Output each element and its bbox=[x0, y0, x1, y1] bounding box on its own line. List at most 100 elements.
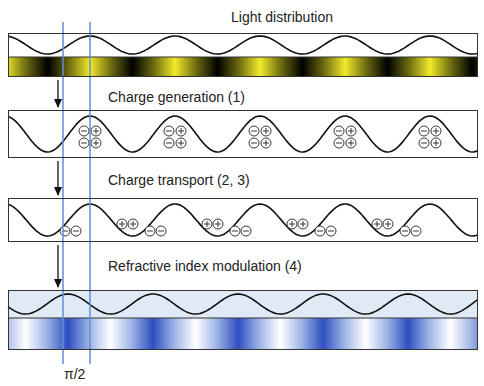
stage-heading: Charge generation (1) bbox=[108, 89, 245, 105]
divider bbox=[8, 57, 478, 58]
sine-curve bbox=[8, 294, 478, 314]
phase-label: π/2 bbox=[64, 366, 85, 382]
sign-stroke bbox=[243, 231, 249, 232]
sign-stroke bbox=[402, 231, 408, 232]
sign-stroke bbox=[96, 140, 97, 146]
sign-stroke bbox=[317, 231, 323, 232]
hole-symbol bbox=[91, 126, 101, 136]
hole-symbol bbox=[176, 138, 186, 148]
electron-symbol bbox=[326, 226, 336, 236]
hole-symbol bbox=[372, 219, 382, 229]
sign-stroke bbox=[292, 221, 293, 227]
hole-symbol bbox=[383, 219, 393, 229]
sign-stroke bbox=[336, 131, 342, 132]
electron-symbol bbox=[411, 226, 421, 236]
hole-symbol bbox=[431, 138, 441, 148]
sign-stroke bbox=[266, 140, 267, 146]
light-band bbox=[8, 57, 478, 77]
sign-stroke bbox=[232, 231, 238, 232]
electron-symbol bbox=[241, 226, 251, 236]
sign-stroke bbox=[158, 231, 164, 232]
sine-curve bbox=[8, 36, 478, 54]
electron-symbol bbox=[334, 138, 344, 148]
sign-stroke bbox=[421, 143, 427, 144]
sine-curve bbox=[8, 116, 478, 152]
sign-stroke bbox=[218, 221, 219, 227]
sign-stroke bbox=[96, 128, 97, 134]
sign-stroke bbox=[436, 128, 437, 134]
stage-panel: Light distribution bbox=[8, 33, 478, 77]
hole-symbol bbox=[346, 126, 356, 136]
electron-symbol bbox=[79, 138, 89, 148]
electron-symbol bbox=[164, 138, 174, 148]
electron-symbol bbox=[60, 226, 70, 236]
sine-curves bbox=[8, 36, 478, 314]
index-top bbox=[8, 290, 478, 318]
sign-stroke bbox=[251, 143, 257, 144]
stage-heading: Light distribution bbox=[231, 9, 333, 25]
hole-symbol bbox=[91, 138, 101, 148]
electron-symbol bbox=[249, 138, 259, 148]
electron-symbol bbox=[334, 126, 344, 136]
stage-heading: Charge transport (2, 3) bbox=[108, 172, 250, 188]
electron-symbol bbox=[419, 126, 429, 136]
sign-stroke bbox=[166, 143, 172, 144]
sign-stroke bbox=[166, 131, 172, 132]
sign-stroke bbox=[251, 131, 257, 132]
phase-line bbox=[89, 22, 91, 364]
sign-stroke bbox=[181, 140, 182, 146]
sign-stroke bbox=[377, 221, 378, 227]
hole-symbol bbox=[117, 219, 127, 229]
electron-symbol bbox=[71, 226, 81, 236]
sign-stroke bbox=[436, 140, 437, 146]
electron-symbol bbox=[249, 126, 259, 136]
flow-arrow bbox=[57, 80, 58, 107]
electron-symbol bbox=[400, 226, 410, 236]
hole-symbol bbox=[346, 138, 356, 148]
sign-stroke bbox=[81, 131, 87, 132]
sign-stroke bbox=[133, 221, 134, 227]
sign-stroke bbox=[336, 143, 342, 144]
sign-stroke bbox=[413, 231, 419, 232]
sign-stroke bbox=[351, 140, 352, 146]
sign-stroke bbox=[388, 221, 389, 227]
electron-symbol bbox=[156, 226, 166, 236]
electron-symbol bbox=[79, 126, 89, 136]
electron-symbol bbox=[230, 226, 240, 236]
sign-stroke bbox=[328, 231, 334, 232]
stage-panel: Charge generation (1) bbox=[8, 110, 478, 158]
hole-symbol bbox=[287, 219, 297, 229]
charges bbox=[60, 126, 441, 236]
sine-curve bbox=[8, 204, 478, 236]
divider bbox=[8, 318, 478, 319]
sign-stroke bbox=[81, 143, 87, 144]
hole-symbol bbox=[261, 138, 271, 148]
electron-symbol bbox=[164, 126, 174, 136]
sign-stroke bbox=[73, 231, 79, 232]
electron-symbol bbox=[419, 138, 429, 148]
sign-stroke bbox=[207, 221, 208, 227]
hole-symbol bbox=[261, 126, 271, 136]
stage-panel: Charge transport (2, 3) bbox=[8, 198, 478, 242]
hole-symbol bbox=[176, 126, 186, 136]
hole-symbol bbox=[213, 219, 223, 229]
stage-panel: Refractive index modulation (4) bbox=[8, 290, 478, 350]
sign-stroke bbox=[147, 231, 153, 232]
hole-symbol bbox=[431, 126, 441, 136]
sign-stroke bbox=[351, 128, 352, 134]
flow-arrow bbox=[57, 245, 58, 287]
sign-stroke bbox=[421, 131, 427, 132]
hole-symbol bbox=[298, 219, 308, 229]
electron-symbol bbox=[145, 226, 155, 236]
phase-line bbox=[62, 22, 64, 364]
sign-stroke bbox=[266, 128, 267, 134]
sign-stroke bbox=[122, 221, 123, 227]
hole-symbol bbox=[202, 219, 212, 229]
hole-symbol bbox=[128, 219, 138, 229]
stage-heading: Refractive index modulation (4) bbox=[108, 258, 302, 274]
sign-stroke bbox=[303, 221, 304, 227]
flow-arrow bbox=[57, 161, 58, 195]
